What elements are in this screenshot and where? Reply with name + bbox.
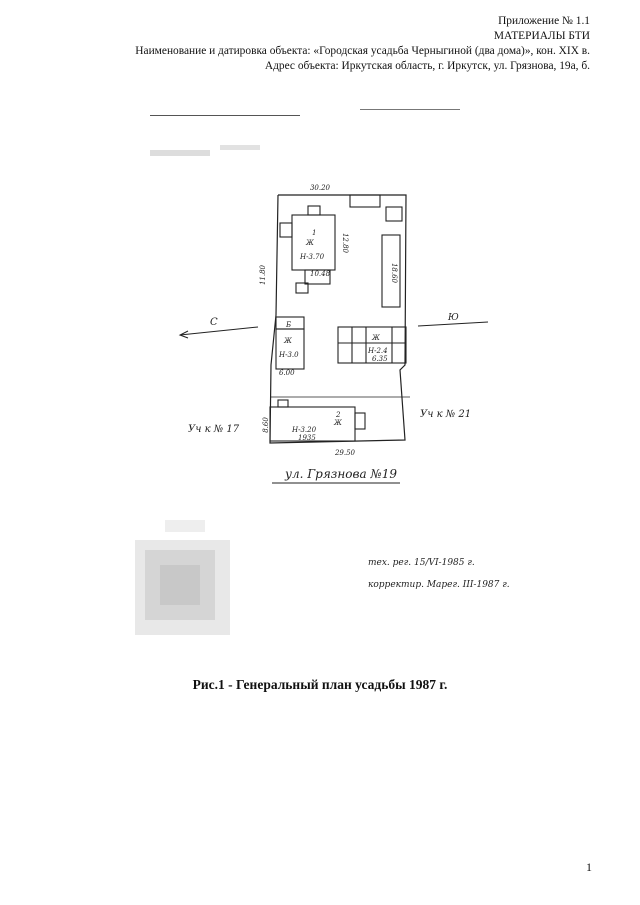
dim-right-long: 18.60 (390, 263, 398, 284)
house-1-width: 10.48 (310, 270, 331, 278)
materials-label: МАТЕРИАЛЫ БТИ (493, 30, 590, 42)
appendix-label: Приложение № 1.1 (498, 15, 590, 27)
house-2-sub: Ж (333, 419, 343, 427)
site-plan-drawing: 30.20 29.50 11.80 18.60 12.80 8.60 1 Ж Н… (0, 95, 640, 655)
shed-right-label: Ж (371, 334, 381, 342)
shed-b-height: Н-3.0 (278, 351, 299, 359)
neighbor-right: Уч к № 21 (420, 409, 471, 420)
arrow-right-label: Ю (447, 313, 459, 323)
dim-left: 11.80 (259, 264, 267, 285)
shed-right-height: Н-2.4 (367, 347, 388, 355)
dim-top: 30.20 (310, 184, 331, 192)
scan-noise (135, 109, 460, 635)
house-1-label: 1 (312, 229, 316, 237)
house-1 (279, 205, 336, 294)
dim-center: 12.80 (341, 233, 349, 254)
house-2 (269, 399, 366, 442)
shed-row-right (337, 326, 407, 364)
object-name: Наименование и датировка объекта: «Город… (135, 45, 590, 57)
shed-b-sub: Ж (283, 337, 293, 345)
arrow-left-label: С (210, 317, 218, 328)
dim-bottom: 29.50 (334, 449, 356, 457)
house-1-sub: Ж (305, 239, 315, 247)
house-1-height: Н-3.70 (299, 253, 325, 261)
orientation-arrows (178, 321, 489, 339)
handwritten-note-2: корректир. Марег. III-1987 г. (368, 580, 510, 590)
street-label: ул. Грязнова №19 (284, 467, 397, 481)
site-boundary (269, 194, 410, 444)
site-plan-svg: 30.20 29.50 11.80 18.60 12.80 8.60 1 Ж Н… (135, 109, 510, 635)
figure-caption: Рис.1 - Генеральный план усадьбы 1987 г. (192, 677, 448, 692)
dim-lower-left: 8.60 (262, 417, 270, 433)
shed-b-dim: 6.00 (279, 369, 295, 377)
house-2-label: 2 (335, 411, 341, 419)
shed-b (275, 316, 305, 370)
page-number: 1 (586, 860, 592, 874)
shed-right-dim: 6.35 (372, 355, 388, 363)
shed-b-label: Б (285, 321, 291, 329)
house-2-height: Н-3.20 (291, 426, 317, 434)
neighbor-left: Уч к № 17 (188, 424, 240, 435)
object-address: Адрес объекта: Иркутская область, г. Ирк… (264, 60, 590, 72)
handwritten-note-1: тех. рег. 15/VI-1985 г. (368, 558, 475, 568)
right-building (349, 194, 403, 308)
house-2-year: 1935 (298, 434, 316, 442)
document-header: Приложение № 1.1 МАТЕРИАЛЫ БТИ Наименова… (135, 14, 590, 74)
